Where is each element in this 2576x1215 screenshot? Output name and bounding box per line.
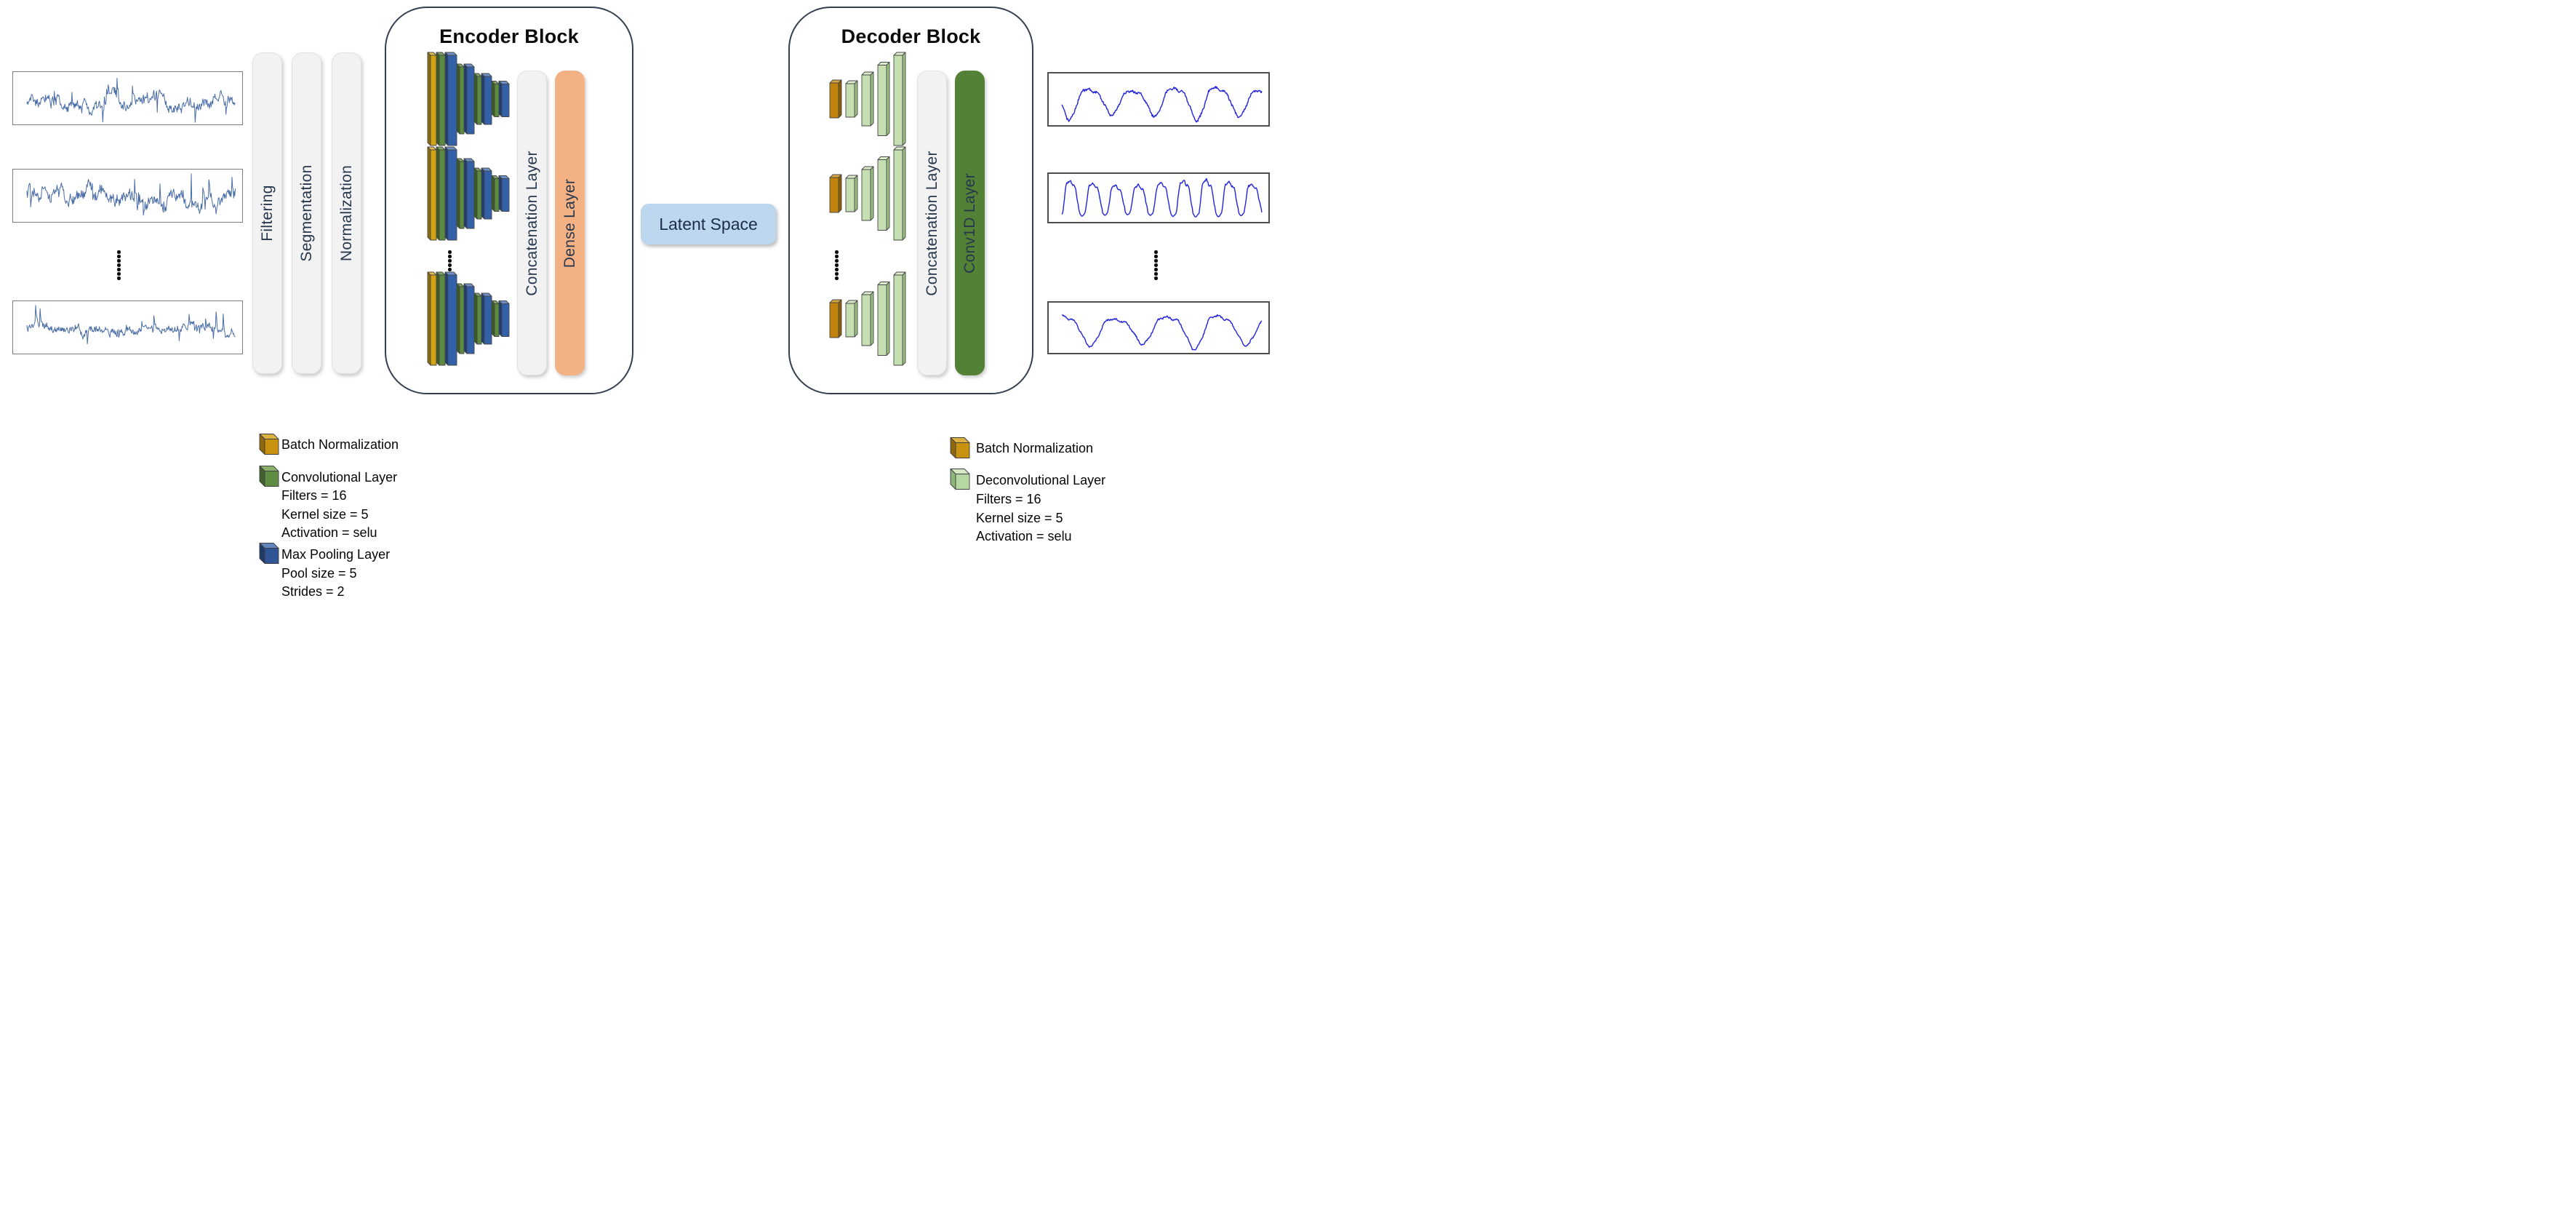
latent-space-box: Latent Space (641, 204, 776, 244)
decoder-concatenation-layer-bar: Concatenation Layer (917, 71, 947, 375)
convolutional-layer-cube-icon (259, 466, 281, 489)
input-signal-plot-3 (12, 300, 243, 354)
ellipsis-vertical-inputs (117, 250, 121, 280)
encoder-block-title: Encoder Block (439, 25, 579, 47)
decoder-block: Decoder Block Concatenation Layer Conv1D… (788, 7, 1033, 394)
legend-strides: Strides = 2 (281, 584, 345, 599)
segmentation-bar: Segmentation (292, 52, 321, 374)
legend-max-pooling-label: Max Pooling Layer (281, 547, 391, 562)
batch-normalization-cube-icon-right (950, 437, 972, 461)
ellipsis-vertical-decoder (835, 250, 839, 280)
input-signal-plot-1 (12, 71, 243, 125)
legend-batch-normalization-label: Batch Normalization (281, 437, 399, 452)
conv1d-layer-bar: Conv1D Layer (955, 71, 985, 375)
encoder-concatenation-layer-bar: Concatenation Layer (517, 71, 547, 375)
legend-deconv-activation: Activation = selu (976, 529, 1072, 543)
noisy-waveform-1 (26, 78, 236, 123)
clean-waveform-3 (1061, 314, 1263, 351)
legend-convolutional-layer-label: Convolutional Layer (281, 470, 398, 485)
legend-conv-filters: Filters = 16 (281, 488, 347, 503)
input-signal-plot-2 (12, 169, 243, 223)
deconvolutional-layer-cube-icon (950, 469, 972, 492)
noisy-waveform-2 (26, 173, 236, 216)
decoder-block-title: Decoder Block (841, 25, 981, 47)
encoder-legend: Batch Normalization Convolutional Layer … (0, 0, 1288, 608)
legend-deconvolutional-layer-label: Deconvolutional Layer (976, 473, 1106, 487)
legend-deconv-kernel: Kernel size = 5 (976, 511, 1063, 525)
max-pooling-cube-icon (259, 543, 281, 566)
legend-deconv-filters: Filters = 16 (976, 492, 1041, 506)
output-signal-plot-3 (1047, 301, 1270, 354)
ellipsis-vertical-outputs (1154, 250, 1158, 280)
legend-conv-kernel: Kernel size = 5 (281, 507, 369, 522)
decoder-legend: Batch Normalization Deconvolutional Laye… (0, 0, 1288, 608)
clean-waveform-1 (1061, 86, 1263, 123)
normalization-bar: Normalization (332, 52, 361, 374)
noisy-waveform-3 (26, 305, 236, 345)
latent-space-label: Latent Space (659, 214, 758, 234)
output-signal-plot-2 (1047, 172, 1270, 223)
autoencoder-architecture-diagram: Filtering Segmentation Normalization Enc… (0, 0, 1288, 608)
filtering-bar: Filtering (252, 52, 282, 374)
clean-waveform-2 (1061, 178, 1263, 218)
batch-normalization-cube-icon (259, 434, 281, 457)
legend-pool-size: Pool size = 5 (281, 566, 357, 581)
legend-conv-activation: Activation = selu (281, 525, 377, 540)
output-signal-plot-1 (1047, 72, 1270, 127)
dense-layer-bar: Dense Layer (555, 71, 585, 375)
legend-right-batch-normalization-label: Batch Normalization (976, 441, 1094, 455)
